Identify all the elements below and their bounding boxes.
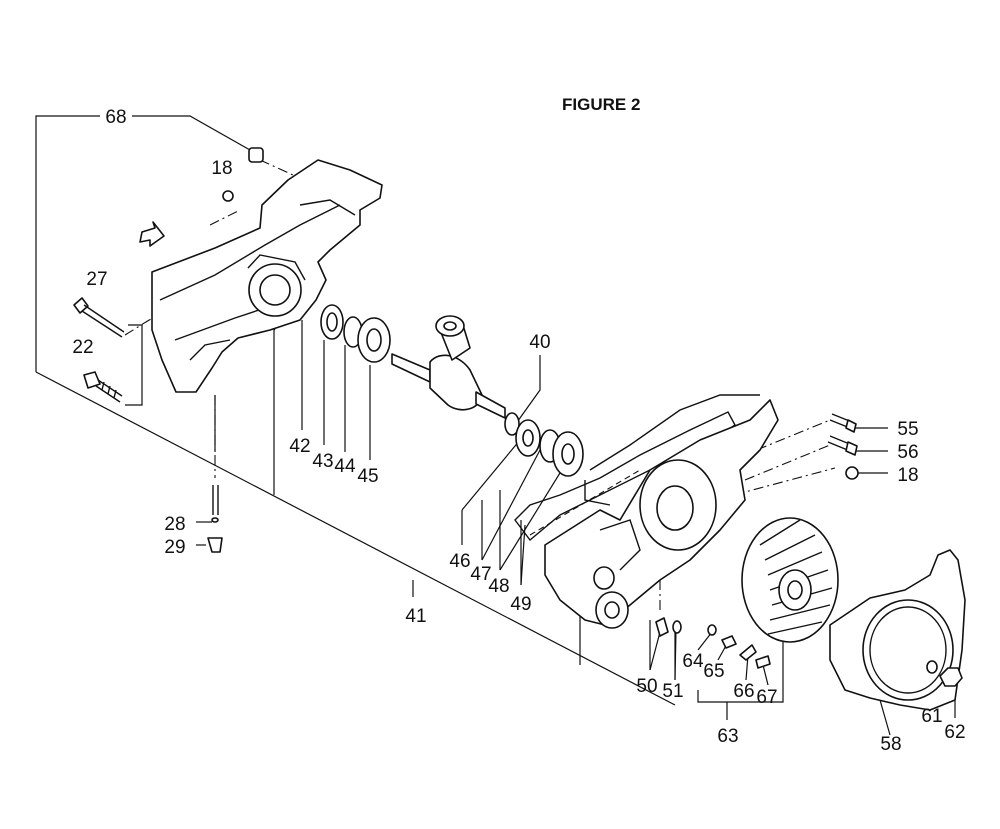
left-crankcase (139, 147, 383, 393)
figure-title: FIGURE 2 (562, 95, 640, 114)
fan-cover (829, 549, 966, 711)
callout-63: 63 (717, 726, 738, 747)
callout-18: 18 (211, 158, 232, 179)
bearings-left (320, 304, 391, 363)
assembly-lines (124, 159, 836, 610)
callout-66: 66 (733, 681, 754, 702)
right-crankcase (544, 394, 779, 629)
callout-40: 40 (529, 332, 550, 353)
bolts-right (827, 413, 859, 480)
callout-18b: 18 (897, 465, 918, 486)
callout-61: 61 (921, 706, 942, 727)
bolt-27 (73, 297, 125, 338)
callout-58: 58 (880, 734, 901, 755)
callout-29: 29 (164, 537, 185, 558)
callout-labels: 68 18 27 22 40 42 43 44 45 28 29 41 46 4… (72, 107, 965, 755)
callout-48: 48 (488, 576, 509, 597)
callout-46: 46 (449, 551, 470, 572)
pin-washer (655, 617, 682, 637)
stud-plug (207, 485, 223, 553)
callout-22: 22 (72, 337, 93, 358)
bearings-right (504, 412, 584, 477)
callout-43: 43 (312, 451, 333, 472)
callout-55: 55 (897, 419, 918, 440)
flywheel-small-parts (707, 624, 771, 669)
callout-47: 47 (470, 564, 491, 585)
crankshaft (391, 315, 506, 419)
callout-27: 27 (86, 269, 107, 290)
callout-64: 64 (682, 651, 704, 672)
callout-68: 68 (105, 107, 126, 128)
gasket (514, 411, 736, 542)
callout-65: 65 (703, 661, 724, 682)
callout-62: 62 (944, 722, 965, 743)
bolt-22 (83, 371, 123, 403)
callout-67: 67 (756, 687, 777, 708)
callout-41: 41 (405, 606, 426, 627)
callout-49: 49 (510, 594, 531, 615)
callout-45: 45 (357, 466, 378, 487)
flywheel (741, 517, 839, 643)
callout-56: 56 (897, 442, 918, 463)
callout-50: 50 (636, 676, 657, 697)
callout-44: 44 (334, 456, 356, 477)
callout-42: 42 (289, 436, 310, 457)
callout-51: 51 (662, 681, 683, 702)
callout-28: 28 (164, 514, 185, 535)
